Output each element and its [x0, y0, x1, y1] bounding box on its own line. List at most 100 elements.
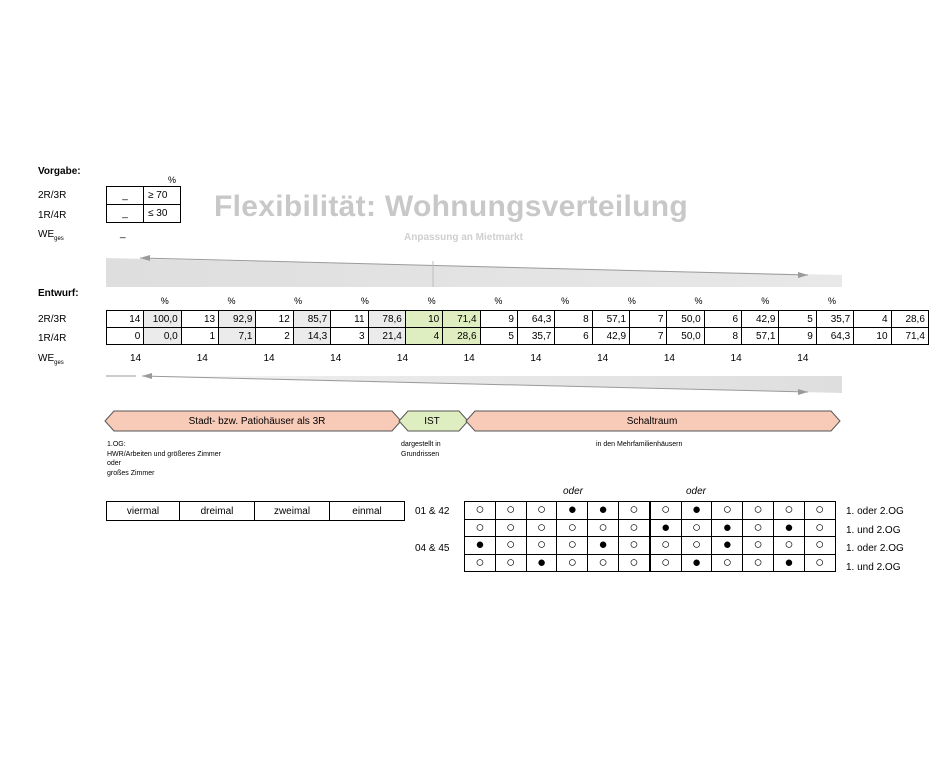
entwurf-we-value: 14	[396, 353, 409, 364]
vorgabe-requirement: ≥ 70	[143, 186, 181, 205]
entwurf-count-cell: 5	[479, 327, 518, 345]
top-gradient-band	[106, 255, 842, 287]
entwurf-percent-cell: 92,9	[218, 310, 256, 328]
frequency-cell: viermal	[106, 501, 180, 521]
empty-dot-icon: ○	[587, 518, 619, 537]
grid-row: ○○○○○○●○●○●○	[464, 518, 836, 537]
frequency-table: viermal dreimal zweimal einmal	[106, 501, 405, 521]
vorgabe-requirement: ≤ 30	[143, 204, 181, 223]
entwurf-count-cell: 8	[554, 310, 593, 328]
grid-row-label: 1. oder 2.OG	[846, 506, 904, 517]
vorgabe-table: _ ≥ 70 _ ≤ 30	[106, 186, 181, 223]
segment-left-label: Stadt- bzw. Patiohäuser als 3R	[188, 416, 326, 427]
empty-dot-icon: ○	[556, 536, 589, 555]
entwurf-percent-cell: 35,7	[815, 310, 854, 328]
empty-dot-icon: ○	[494, 553, 527, 572]
oder-label: oder	[686, 486, 707, 497]
vorgabe-pct-header: %	[168, 175, 177, 185]
entwurf-percent-cell: 21,4	[367, 327, 406, 345]
empty-dot-icon: ○	[494, 536, 527, 555]
entwurf-pct-header: %	[360, 296, 369, 306]
entwurf-we-label: WEges	[38, 353, 64, 366]
grid-row-label: 1. und 2.OG	[846, 561, 901, 573]
vorgabe-we-value: _	[120, 228, 126, 239]
entwurf-percent-cell: 57,1	[591, 310, 630, 328]
entwurf-percent-cell: 50,0	[666, 327, 705, 345]
note-mid: dargestellt in Grundrissen	[401, 441, 441, 458]
empty-dot-icon: ○	[525, 518, 558, 537]
entwurf-percent-cell: 42,9	[591, 327, 630, 345]
entwurf-pct-header: %	[160, 296, 169, 306]
empty-dot-icon: ○	[772, 536, 805, 555]
empty-dot-icon: ○	[803, 501, 836, 520]
entwurf-count-cell: 0	[105, 327, 144, 345]
entwurf-percent-cell: 0,0	[143, 327, 182, 345]
empty-dot-icon: ○	[617, 536, 651, 555]
entwurf-percent-cell: 64,3	[815, 327, 854, 345]
segment-arrows	[104, 410, 841, 432]
entwurf-percent-cell: 100,0	[143, 310, 182, 328]
entwurf-count-cell: 2	[255, 327, 294, 345]
empty-dot-icon: ○	[617, 553, 651, 572]
entwurf-row-label: 1R/4R	[38, 333, 67, 344]
filled-dot-icon: ●	[680, 501, 713, 520]
segment-mid-label: IST	[424, 416, 440, 427]
entwurf-percent-cell: 71,4	[890, 327, 929, 345]
empty-dot-icon: ○	[742, 501, 774, 520]
empty-dot-icon: ○	[803, 518, 836, 537]
entwurf-we-value: 14	[530, 353, 542, 364]
entwurf-we-value: 14	[130, 353, 142, 364]
entwurf-percent-cell: 85,7	[292, 310, 331, 328]
entwurf-count-cell: 7	[629, 327, 667, 345]
empty-dot-icon: ○	[711, 501, 744, 520]
entwurf-we-value: 14	[330, 353, 342, 364]
filled-dot-icon: ●	[587, 536, 619, 555]
page-title: Flexibilität: Wohnungsverteilung	[214, 190, 689, 223]
empty-dot-icon: ○	[494, 518, 527, 537]
vorgabe-row-label: 2R/3R	[38, 190, 67, 201]
entwurf-count-cell: 6	[554, 327, 593, 345]
empty-dot-icon: ○	[525, 536, 558, 555]
entwurf-count-cell: 11	[330, 310, 369, 328]
entwurf-count-cell: 10	[404, 310, 443, 328]
entwurf-label: Entwurf:	[38, 288, 79, 299]
empty-dot-icon: ○	[494, 501, 527, 520]
empty-dot-icon: ○	[464, 553, 496, 572]
entwurf-percent-cell: 28,6	[890, 310, 929, 328]
entwurf-pct-header: %	[227, 296, 236, 306]
group-label: 01 & 42	[415, 506, 450, 517]
empty-dot-icon: ○	[648, 536, 682, 555]
entwurf-percent-cell: 64,3	[516, 310, 555, 328]
entwurf-percent-cell: 78,6	[367, 310, 406, 328]
empty-dot-icon: ○	[617, 501, 651, 520]
entwurf-count-cell: 4	[853, 310, 892, 328]
entwurf-count-cell: 14	[105, 310, 144, 328]
entwurf-pct-header: %	[627, 296, 636, 306]
empty-dot-icon: ○	[556, 553, 589, 572]
vorgabe-we-label: WEges	[38, 229, 64, 242]
filled-dot-icon: ●	[711, 518, 744, 537]
entwurf-percent-cell: 28,6	[442, 327, 481, 345]
vorgabe-label: Vorgabe:	[38, 166, 81, 177]
entwurf-count-cell: 9	[479, 310, 518, 328]
empty-dot-icon: ○	[464, 501, 496, 520]
entwurf-we-value: 14	[263, 353, 275, 364]
grid-row: ○○○●●○○●○○○○	[464, 501, 836, 520]
floor-grid: ○○○●●○○●○○○○○○○○○○●○●○●○●○○○●○○○●○○○○○●○…	[464, 501, 836, 572]
frequency-cell: einmal	[329, 501, 405, 521]
note-left: 1.OG: HWR/Arbeiten und größeres Zimmer o…	[107, 441, 221, 477]
entwurf-pct-header: %	[761, 296, 770, 306]
empty-dot-icon: ○	[711, 553, 744, 572]
entwurf-count-cell: 13	[180, 310, 219, 328]
filled-dot-icon: ●	[680, 553, 713, 572]
filled-dot-icon: ●	[587, 501, 619, 520]
frequency-cell: zweimal	[254, 501, 330, 521]
group-label: 04 & 45	[415, 543, 450, 554]
empty-dot-icon: ○	[648, 553, 682, 572]
entwurf-percent-cell: 42,9	[741, 310, 779, 328]
grid-row-label: 1. oder 2.OG	[846, 543, 904, 554]
entwurf-count-cell: 10	[853, 327, 892, 345]
